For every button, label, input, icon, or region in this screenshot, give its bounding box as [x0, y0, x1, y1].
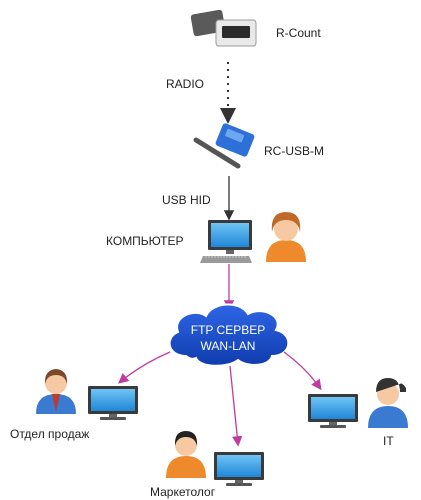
- it-label: IT: [383, 434, 394, 448]
- rc-usb-m-device-icon: [193, 123, 255, 169]
- marketer-label: Маркетолог: [150, 485, 216, 499]
- marketer-monitor-icon: [214, 452, 264, 486]
- sales-label: Отдел продаж: [10, 427, 90, 441]
- operator-person-icon: [266, 212, 306, 262]
- sales-person-icon: [36, 369, 76, 414]
- rc-usb-m-label: RC-USB-M: [264, 144, 324, 158]
- sales-monitor-icon: [88, 386, 138, 420]
- cloud-line-1: FTP СЕРВЕР: [191, 323, 265, 337]
- computer-label: КОМПЬЮТЕР: [106, 234, 184, 248]
- usb-hid-label: USB HID: [162, 193, 211, 207]
- r-count-label: R-Count: [276, 26, 321, 40]
- server-to-it-link: [283, 351, 322, 391]
- ftp-server-cloud-icon: FTP СЕРВЕР WAN-LAN: [168, 303, 290, 367]
- server-to-marketer-link: [229, 365, 243, 447]
- marketer-person-icon: [166, 431, 206, 478]
- cloud-line-2: WAN-LAN: [201, 339, 256, 353]
- it-monitor-icon: [308, 394, 358, 428]
- server-to-sales-link: [117, 351, 171, 384]
- it-person-icon: [368, 378, 408, 428]
- r-count-device-icon: [190, 9, 257, 47]
- radio-label: RADIO: [166, 77, 205, 91]
- computer-icon: [200, 220, 252, 263]
